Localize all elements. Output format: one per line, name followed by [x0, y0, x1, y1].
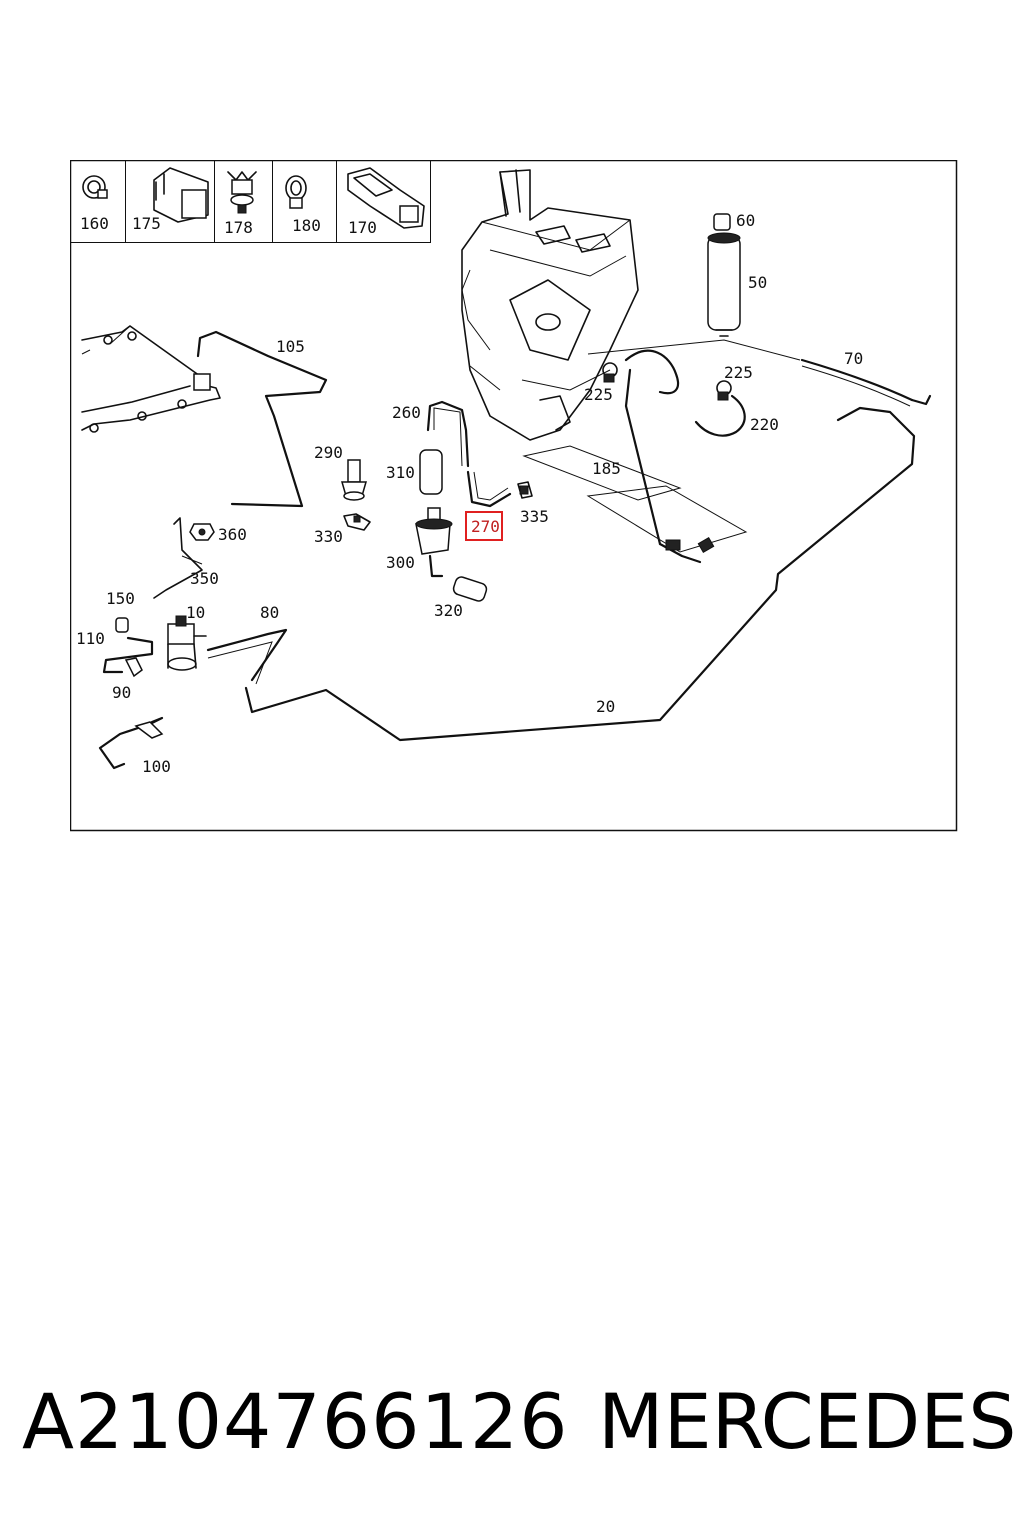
hose-100-top — [134, 721, 164, 739]
sleeve-310 — [419, 449, 443, 495]
brand-name: MERCEDES — [598, 1377, 1017, 1466]
clip-335 — [517, 481, 533, 499]
callout-310: 310 — [386, 463, 415, 482]
callout-270-highlight — [465, 511, 503, 541]
elbow-hose-270-inner — [473, 471, 509, 501]
callout-270: 270 — [471, 517, 500, 536]
callout-105: 105 — [276, 337, 305, 356]
callout-10: 10 — [186, 603, 205, 622]
valve-290 — [341, 459, 367, 501]
hose-220 — [694, 394, 746, 437]
bracket-330 — [343, 513, 371, 531]
hose-260 — [426, 400, 470, 468]
callout-50: 50 — [748, 273, 767, 292]
line-185-b — [624, 349, 680, 395]
footer: A2104766126 MERCEDES — [0, 1372, 1024, 1472]
fuel-rail — [81, 325, 221, 433]
hose-80 — [206, 628, 288, 682]
filter-leader — [587, 339, 801, 361]
hose-80-inner — [207, 641, 273, 685]
clamp-225-b — [716, 380, 732, 401]
diagram-frame — [70, 160, 958, 832]
reference-plate-2 — [586, 485, 748, 553]
callout-220: 220 — [750, 415, 779, 434]
callout-330: 330 — [314, 527, 343, 546]
legend-label-175: 175 — [132, 214, 161, 233]
callout-70: 70 — [844, 349, 863, 368]
clamp-225-a — [602, 362, 618, 383]
callout-20: 20 — [596, 697, 615, 716]
hose-70 — [800, 358, 914, 402]
hose-clamp-icon — [82, 175, 108, 199]
valve-300 — [415, 507, 453, 578]
legend-boxes: 160 175 178 180 170 — [70, 160, 431, 243]
sleeve-320 — [452, 576, 488, 602]
valve-10 — [167, 615, 207, 671]
legend-label-178: 178 — [224, 218, 253, 237]
callout-225-a: 225 — [584, 385, 613, 404]
legend-label-170: 170 — [348, 218, 377, 237]
fuel-filter — [707, 213, 741, 337]
line-20 — [244, 406, 916, 742]
callout-225-b: 225 — [724, 363, 753, 382]
parts-diagram: 160 175 178 180 170 — [70, 160, 958, 832]
reference-plate-1 — [522, 445, 682, 501]
callout-110: 110 — [76, 629, 105, 648]
callout-300: 300 — [386, 553, 415, 572]
valve-holder-icon — [227, 171, 257, 214]
plug-150 — [115, 617, 129, 633]
part-number: A2104766126 — [22, 1377, 569, 1466]
hose-110 — [102, 636, 154, 674]
nut-360 — [189, 523, 215, 541]
callout-260: 260 — [392, 403, 421, 422]
callout-60: 60 — [736, 211, 755, 230]
callout-290: 290 — [314, 443, 343, 462]
line-185 — [624, 368, 662, 546]
elbow-90 — [124, 657, 143, 678]
callout-335: 335 — [520, 507, 549, 526]
callout-360: 360 — [218, 525, 247, 544]
hose-70-inner — [801, 365, 911, 407]
callout-80: 80 — [260, 603, 279, 622]
clip-icon — [285, 175, 307, 209]
fuel-tank — [461, 169, 639, 441]
callout-185: 185 — [592, 459, 621, 478]
connector-block-icon — [153, 167, 209, 223]
callout-90: 90 — [112, 683, 131, 702]
line-20-end — [910, 394, 932, 406]
hose-260-inner — [433, 407, 463, 467]
callout-320: 320 — [434, 601, 463, 620]
callout-150: 150 — [106, 589, 135, 608]
hose-100 — [98, 716, 164, 770]
callout-350: 350 — [190, 569, 219, 588]
elbow-hose-270 — [466, 470, 512, 508]
legend-label-180: 180 — [292, 216, 321, 235]
bracket-icon — [347, 167, 425, 229]
legend-label-160: 160 — [80, 214, 109, 233]
line-105 — [196, 330, 328, 508]
callout-100: 100 — [142, 757, 171, 776]
